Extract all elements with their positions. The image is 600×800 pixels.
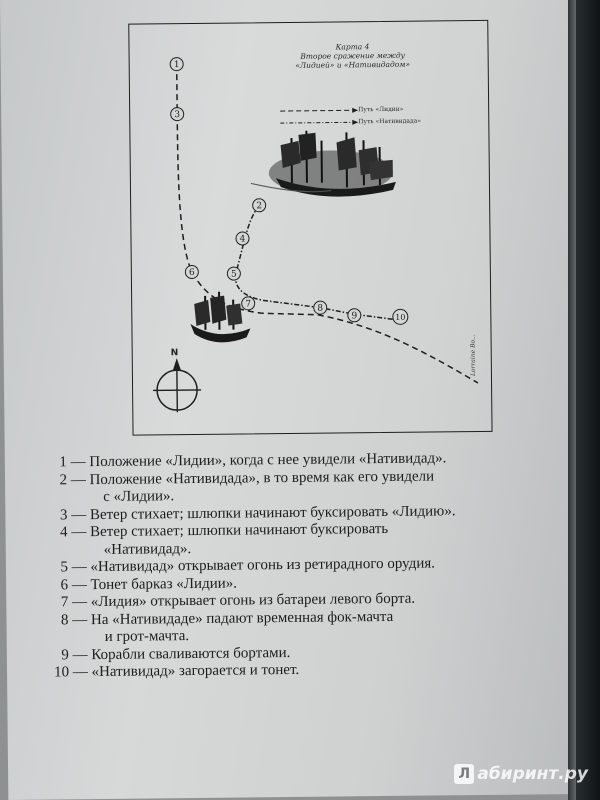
svg-text:6: 6 (189, 268, 195, 278)
caption-item-2: 2 — Положение «Нативидада», в то время к… (45, 467, 545, 507)
caption-text: — На «Нативидаде» падают временная фок-м… (72, 608, 394, 628)
legend-lydia-line (280, 109, 353, 112)
caption-number: 6 (60, 576, 69, 593)
svg-text:8: 8 (317, 304, 323, 314)
caption-text: — Тонет барказ «Лидии». (71, 575, 238, 593)
spine-highlight (568, 0, 576, 800)
caption-number: 1 (59, 454, 67, 471)
map-legend-lydia-label: Путь «Лидии» (358, 105, 404, 114)
waypoint-1: 1 (169, 57, 184, 72)
legend-lydia-arrow (352, 107, 359, 113)
waypoint-9: 9 (347, 308, 362, 323)
map-subtitle-line2: «Лидией» и «Нативидадом» (295, 59, 411, 70)
caption-text: — «Лидия» открывает огонь из батареи лев… (71, 590, 416, 611)
caption-text: — Корабли сваливаются бортами. (72, 644, 291, 663)
waypoint-3: 3 (170, 107, 185, 122)
svg-text:10: 10 (395, 313, 405, 322)
svg-text:1: 1 (174, 60, 180, 70)
waypoint-2: 2 (252, 198, 267, 213)
caption-number: 3 (59, 506, 68, 523)
ship-lydia-illustration (190, 291, 251, 343)
svg-text:2: 2 (256, 201, 262, 211)
waypoint-4: 4 (235, 231, 250, 246)
book-page: 1 3 2 4 5 6 7 (0, 0, 581, 800)
waypoint-7: 7 (241, 296, 256, 311)
book-spine (568, 0, 600, 800)
caption-number: 8 (60, 611, 69, 628)
caption-text: — Ветер стихает; шлюпки начинают буксиро… (71, 502, 456, 523)
svg-text:7: 7 (245, 299, 251, 309)
ships-engaged-illustration (250, 130, 396, 197)
labirint-logo-icon: Л (454, 764, 475, 784)
waypoint-6: 6 (184, 265, 199, 280)
legend-nativid-arrow (352, 119, 359, 125)
waypoint-8: 8 (313, 300, 328, 315)
map-frame: 1 3 2 4 5 6 7 (128, 19, 493, 436)
caption-number: 9 (61, 646, 69, 663)
illustrator-signature: Lorraine Bo... (469, 334, 477, 377)
caption-text: — Ветер стихает; шлюпки начинают буксиро… (71, 520, 389, 541)
map-legend-nativid-label: Путь «Нативидада» (358, 117, 421, 126)
waypoint-10: 10 (392, 308, 409, 325)
caption-number: 5 (60, 559, 69, 576)
caption-item-8: 8 — На «Нативидаде» падают временная фок… (46, 607, 546, 647)
waypoint-5: 5 (226, 266, 241, 281)
compass-icon: N (153, 348, 202, 413)
svg-text:9: 9 (351, 311, 357, 321)
caption-text: — Положение «Лидии», когда с нее увидели… (70, 450, 447, 471)
map-title: Карта 4 Второе сражение между «Лидией» и… (277, 42, 427, 71)
caption-text: — «Нативидад» открывает огонь из ретирад… (71, 555, 436, 576)
watermark-text: абиринт.ру (477, 764, 588, 784)
battle-map: 1 3 2 4 5 6 7 (153, 57, 479, 413)
caption-number: 10 (53, 664, 70, 681)
caption-number: 4 (59, 524, 68, 541)
svg-text:4: 4 (240, 234, 246, 244)
caption-text: — «Нативидад» загорается и тонет. (72, 661, 300, 681)
map-caption-list: 1 — Положение «Лидии», когда с нее увиде… (45, 449, 547, 682)
svg-text:5: 5 (231, 270, 237, 280)
caption-item-4: 4 — Ветер стихает; шлюпки начинают букси… (45, 519, 545, 559)
svg-text:N: N (171, 348, 179, 358)
caption-number: 7 (60, 594, 69, 611)
svg-text:3: 3 (174, 110, 180, 120)
legend-nativid-line (280, 121, 353, 124)
caption-text: — Положение «Нативидада», в то время как… (70, 467, 435, 488)
caption-number: 2 (59, 471, 68, 488)
